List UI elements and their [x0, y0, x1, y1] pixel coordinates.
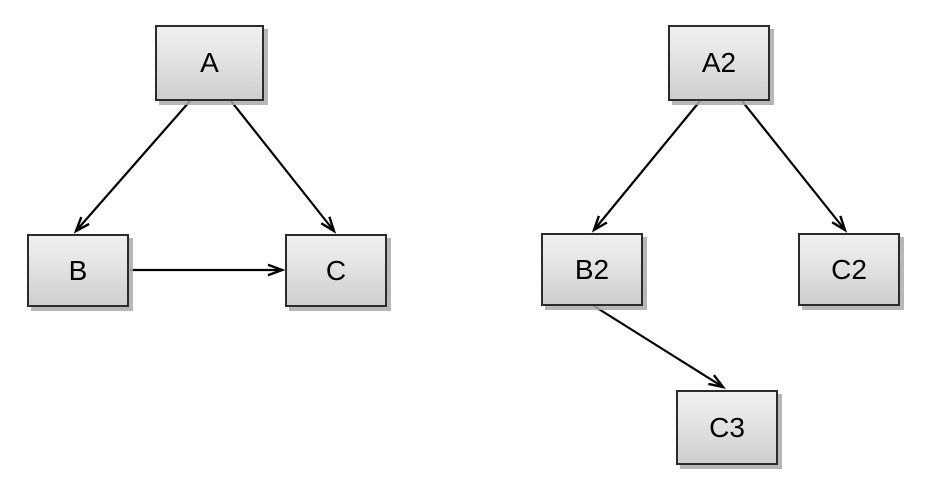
edge-b2-to-c3: [593, 305, 726, 389]
edge-a-to-b: [73, 100, 191, 234]
edge-b-to-c: [130, 263, 286, 277]
node-a[interactable]: A: [155, 25, 264, 101]
arrowhead-icon: [708, 374, 726, 389]
node-label: A: [200, 47, 219, 78]
edge-line: [593, 100, 701, 231]
edge-a-to-c: [230, 100, 337, 234]
node-label: C2: [831, 253, 867, 285]
edge-line: [593, 305, 724, 388]
node-b[interactable]: B: [27, 234, 129, 307]
edge-a2-to-b2: [591, 100, 701, 233]
node-label: A2: [701, 47, 737, 78]
node-c3[interactable]: C3: [676, 390, 778, 465]
node-label: B: [68, 254, 88, 286]
arrowhead-icon: [320, 216, 337, 234]
node-label: C3: [709, 411, 745, 443]
node-c2[interactable]: C2: [798, 233, 900, 306]
node-c[interactable]: C: [285, 234, 387, 307]
arrowhead-icon: [591, 215, 608, 233]
edge-line: [741, 100, 846, 231]
node-label: B2: [574, 253, 610, 285]
arrowhead-icon: [73, 216, 90, 234]
arrowhead-icon: [831, 215, 848, 233]
edge-line: [75, 100, 191, 232]
node-a2[interactable]: A2: [668, 25, 770, 101]
edge-a2-to-c2: [741, 100, 848, 233]
node-b2[interactable]: B2: [541, 233, 643, 306]
node-label: C: [325, 254, 347, 286]
arrowhead-icon: [267, 263, 286, 277]
edge-line: [230, 100, 335, 232]
